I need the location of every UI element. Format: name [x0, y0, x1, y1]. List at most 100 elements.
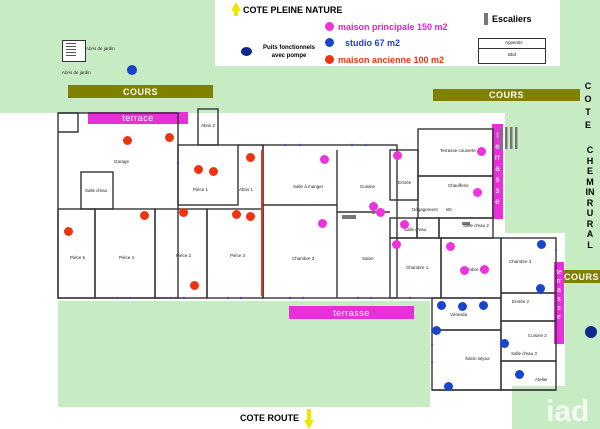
legend-dot-studio [325, 38, 334, 47]
chemin-rural-label: CHEMIN RURAL [583, 145, 597, 250]
legend-puits-text: Puits fonctionnels avec pompe [262, 45, 315, 59]
room-chambre1: Chambre 1 [406, 265, 429, 270]
room-wc: Wc [446, 207, 453, 212]
marker-studio [500, 339, 509, 348]
cours-band-side: COURS [563, 270, 600, 283]
cote-text: COTE [584, 81, 592, 130]
legend-principale: maison principale 150 m2 [338, 22, 448, 32]
room-chambre3: Chambre 3 [292, 256, 315, 261]
marker-ancienne [246, 212, 255, 221]
room-piece3: Pièce 3 [230, 253, 246, 258]
marker-principale [400, 220, 409, 229]
abris-jardin-label-2: Abris de jardin [62, 70, 91, 75]
room-salon-sejour: Salon séjour [465, 356, 491, 361]
well-icon [241, 47, 252, 56]
room-chambre4: Chambre 4 [509, 259, 532, 264]
marker-ancienne [246, 153, 255, 162]
stairs-icon [484, 13, 488, 25]
room-salle-manger: Salle à manger [293, 184, 324, 189]
terrace-vertical-right: terrasse [492, 124, 503, 219]
terrace-vertical-small: terrasse [554, 262, 564, 344]
room-entree2: Entrée 2 [512, 299, 530, 304]
marker-ancienne [123, 136, 132, 145]
marker-principale [460, 266, 469, 275]
terrace-vertical-right-text: terrasse [494, 131, 501, 206]
north-label: COTE PLEINE NATURE [243, 5, 343, 15]
marker-studio [458, 302, 467, 311]
east-garden [505, 113, 600, 233]
room-piece1: Pièce 1 [193, 187, 209, 192]
north-arrow-icon [231, 2, 241, 11]
room-garage: Garage [114, 159, 130, 164]
appentis-divider [478, 48, 546, 49]
iad-watermark: iad [546, 395, 590, 428]
marker-studio [537, 240, 546, 249]
marker-principale [393, 151, 402, 160]
marker-principale [376, 208, 385, 217]
room-chaufferie: Chaufferie [448, 183, 469, 188]
marker-ancienne [232, 210, 241, 219]
room-entree: Entrée [398, 180, 412, 185]
legend-studio: studio 67 m2 [345, 38, 401, 48]
terrace-top: terrace [88, 112, 188, 124]
marker-ancienne [190, 281, 199, 290]
well-marker-top [127, 65, 137, 75]
cours-band-right: COURS [433, 89, 580, 101]
marker-studio [479, 301, 488, 310]
cote-label: COTE [580, 80, 596, 132]
room-degagement: Dégagement [412, 207, 438, 212]
room-veranda: Véranda [450, 312, 468, 317]
legend-dot-principale [325, 22, 334, 31]
south-arrow-icon [304, 420, 314, 429]
legend-puits: Puits fonctionnels avec pompe [258, 44, 320, 60]
room-salle-eau2: Salle d'eau 2 [463, 223, 489, 228]
south-arrow-shaft [307, 409, 311, 421]
appentis-box [478, 38, 546, 64]
room-piece2: Pièce 2 [176, 253, 192, 258]
legend-escaliers: Escaliers [492, 14, 532, 24]
room-chambre2: Chambre 2 [460, 267, 483, 272]
room-abris1: Abris 1 [239, 187, 254, 192]
marker-studio [585, 326, 597, 338]
marker-studio [437, 301, 446, 310]
marker-principale [480, 265, 489, 274]
marker-principale [369, 202, 378, 211]
legend-panel [222, 16, 480, 66]
appentis-label: Appentis [505, 40, 523, 45]
south-garden-right [512, 386, 565, 429]
room-abris2: Abris 2 [201, 123, 216, 128]
room-salle-eau1: Salle d'eau [404, 227, 427, 232]
room-cuisine2: Cuisine 2 [528, 333, 547, 338]
south-label: COTE ROUTE [240, 413, 300, 423]
marker-studio [536, 284, 545, 293]
thumbnail-stairs [66, 43, 76, 57]
marker-principale [318, 219, 327, 228]
terrace-bottom: terrasse [289, 306, 414, 319]
marker-ancienne [209, 167, 218, 176]
room-terrasse-couverte: Terrasse couverte [440, 148, 476, 153]
room-piece4: Pièce 4 [119, 255, 135, 260]
marker-ancienne [64, 227, 73, 236]
marker-ancienne [179, 208, 188, 217]
chemin-rural-text: CHEMIN RURAL [585, 145, 595, 250]
legend-dot-ancienne [325, 55, 334, 64]
marker-ancienne [194, 165, 203, 174]
marker-principale [477, 147, 486, 156]
legend-ancienne: maison ancienne 100 m2 [338, 55, 445, 65]
cours-band-left: COURS [68, 85, 213, 98]
marker-principale [392, 240, 401, 249]
room-cuisine: Cuisine [360, 184, 376, 189]
room-piece5: Pièce 5 [70, 255, 86, 260]
marker-studio [444, 382, 453, 391]
terrace-vertical-small-text: terrasse [556, 269, 562, 321]
marker-ancienne [165, 133, 174, 142]
marker-studio [515, 370, 524, 379]
bbd-label: Bbd [508, 52, 517, 57]
room-salle-eau3: Salle d'eau 3 [511, 351, 537, 356]
marker-ancienne [140, 211, 149, 220]
marker-principale [473, 188, 482, 197]
marker-principale [446, 242, 455, 251]
room-salon: Salon [362, 256, 374, 261]
room-atelier: Atelier [535, 377, 548, 382]
